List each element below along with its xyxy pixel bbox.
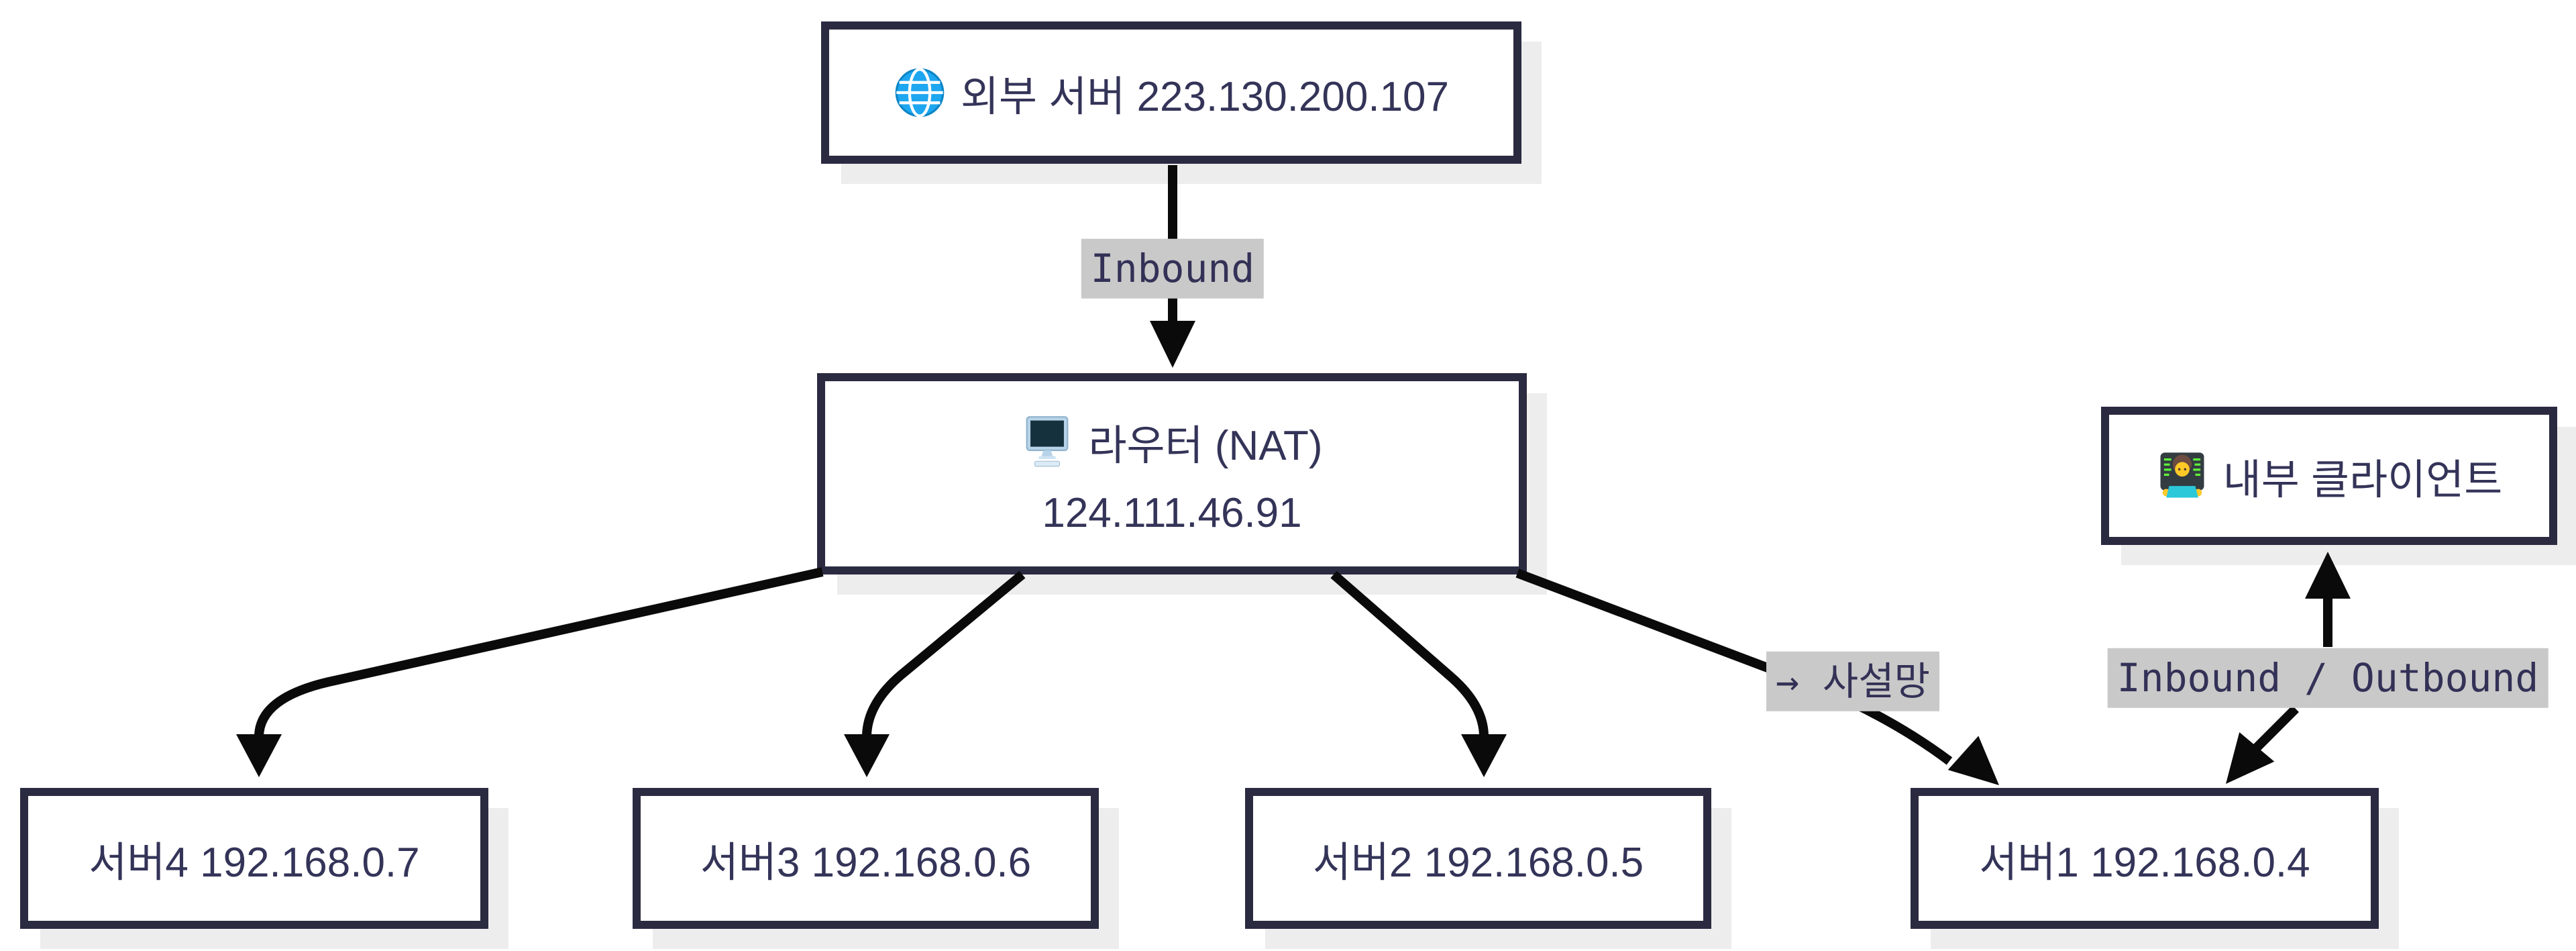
node-router-nat: 라우터 (NAT) 124.111.46.91: [817, 373, 1527, 574]
node-label: 서버2 192.168.0.5: [1312, 840, 1644, 886]
node-server4: 서버4 192.168.0.7: [20, 788, 488, 929]
node-label: 라우터 (NAT): [1088, 422, 1323, 469]
edge-label-private-network: → 사설망: [1766, 651, 1939, 711]
node-label: 서버3 192.168.0.6: [700, 840, 1032, 886]
globe-icon: [894, 66, 946, 119]
node-server1: 서버1 192.168.0.4: [1911, 788, 2379, 929]
arrowhead-server3: [844, 734, 890, 777]
woman-technologist-icon: [2156, 450, 2208, 502]
arrowhead-server2: [1461, 734, 1507, 777]
arrowhead-client-bottom: [2305, 552, 2351, 599]
node-label: 서버1 192.168.0.4: [1979, 840, 2310, 886]
node-label: 내부 클라이언트: [2222, 457, 2503, 503]
node-external-server: 외부 서버 223.130.200.107: [821, 21, 1521, 164]
node-internal-client: 내부 클라이언트: [2101, 407, 2557, 545]
edge-label-inbound-outbound: Inbound / Outbound: [2107, 648, 2548, 708]
node-label: 서버4 192.168.0.7: [89, 840, 420, 886]
node-server3: 서버3 192.168.0.6: [633, 788, 1099, 929]
edge-router-to-server2: [1330, 570, 1489, 738]
arrowhead-server4: [236, 734, 282, 777]
arrowhead-router-top: [1150, 321, 1195, 368]
node-label: 외부 서버 223.130.200.107: [960, 74, 1450, 120]
edge-router-to-server3: [862, 570, 1026, 738]
edge-server1-to-client-lower: [2252, 705, 2299, 752]
node-server2: 서버2 192.168.0.5: [1245, 788, 1711, 929]
node-ip: 124.111.46.91: [1042, 489, 1302, 536]
edge-label-inbound: Inbound: [1081, 238, 1265, 299]
edge-router-to-server4: [254, 567, 824, 738]
desktop-computer-icon: [1021, 415, 1073, 468]
